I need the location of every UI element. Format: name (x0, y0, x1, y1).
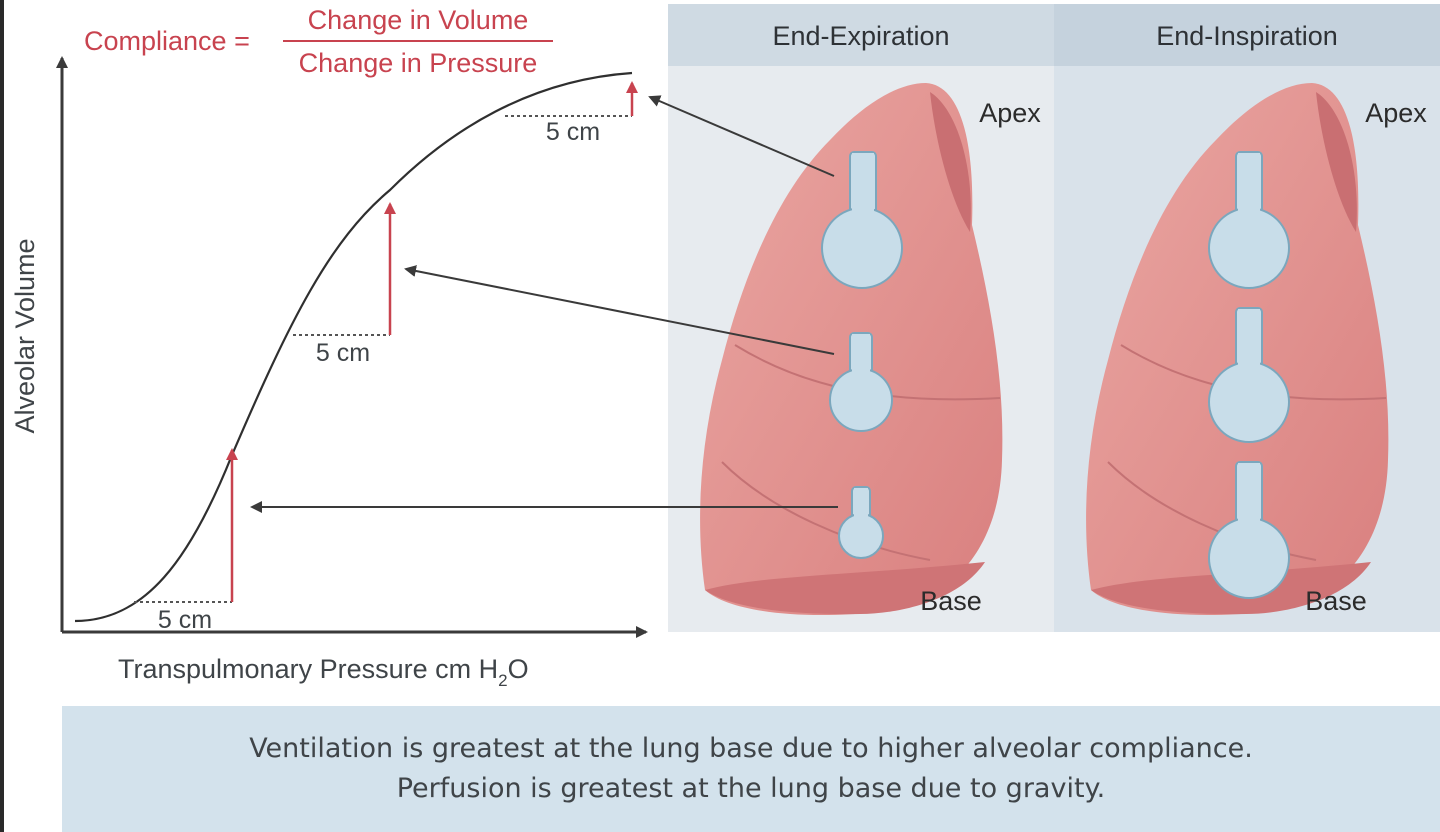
alveolus-inspiration-base (1208, 461, 1290, 599)
lung-inspiration-fold (1316, 92, 1357, 232)
step-apex-label: 5 cm (546, 118, 600, 146)
lung-expiration-base-label: Base (920, 586, 982, 616)
lung-expiration-apex-label: Apex (979, 98, 1041, 128)
alveolus-expiration-base (838, 486, 884, 559)
alveolus-expiration-apex (821, 151, 903, 289)
lung-expiration: Apex Base (700, 83, 1041, 616)
alveolus-inspiration-middle (1208, 307, 1290, 443)
formula-lhs: Compliance = (84, 26, 250, 56)
step-middle-label: 5 cm (316, 339, 370, 367)
caption-line-perfusion: Perfusion is greatest at the lung base d… (396, 773, 1106, 804)
panel-inspiration-title: End-Inspiration (1156, 21, 1338, 51)
formula-numerator: Change in Volume (308, 5, 529, 35)
caption-line-ventilation: Ventilation is greatest at the lung base… (249, 733, 1253, 764)
pointer-arrow-apex (648, 95, 835, 177)
pointer-arrow-middle (404, 265, 835, 355)
figure-canvas: Compliance = Change in Volume Change in … (10, 4, 1440, 690)
step-base-label: 5 cm (158, 606, 212, 634)
alveolus-inspiration-apex (1208, 151, 1290, 289)
panel-expiration-title: End-Expiration (772, 21, 949, 51)
panel-expiration-header (668, 4, 1054, 66)
caption-box: Ventilation is greatest at the lung base… (62, 706, 1440, 832)
lung-inspiration: Apex Base (1086, 83, 1427, 616)
left-edge-bar (0, 0, 4, 832)
x-axis-label-end: O (508, 654, 529, 684)
lung-expiration-fold (930, 92, 971, 232)
x-axis-label: Transpulmonary Pressure cm H2O (118, 654, 529, 690)
x-axis-label-main: Transpulmonary Pressure cm H (118, 654, 498, 684)
panel-inspiration-header (1054, 4, 1440, 66)
lung-expiration-base-fold (705, 562, 985, 615)
lung-inspiration-base-label: Base (1305, 586, 1367, 616)
y-axis-label: Alveolar Volume (10, 238, 40, 433)
alveolus-expiration-middle (829, 332, 893, 432)
formula-denominator: Change in Pressure (299, 48, 538, 78)
lung-inspiration-apex-label: Apex (1365, 98, 1427, 128)
lung-expiration-fissure-2 (721, 461, 931, 561)
x-axis-label-subscript: 2 (498, 671, 507, 690)
compliance-curve (74, 71, 633, 623)
